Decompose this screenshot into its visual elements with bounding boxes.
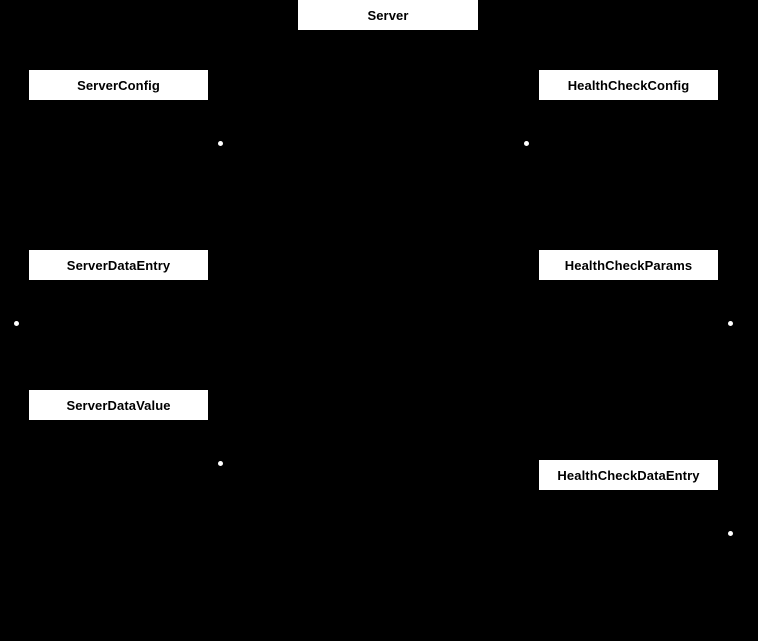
diagram-node-label: ServerDataValue — [66, 397, 171, 413]
association-marker-dot — [524, 141, 529, 146]
association-marker-dot — [218, 141, 223, 146]
association-marker-dot — [728, 321, 733, 326]
association-marker-dot — [728, 531, 733, 536]
diagram-node-server-config[interactable]: ServerConfig — [29, 70, 208, 100]
diagram-node-health-check-config[interactable]: HealthCheckConfig — [539, 70, 718, 100]
diagram-node-server-data-value[interactable]: ServerDataValue — [29, 390, 208, 420]
diagram-node-health-check-data-entry[interactable]: HealthCheckDataEntry — [539, 460, 718, 490]
association-marker-dot — [14, 321, 19, 326]
diagram-node-label: Server — [367, 7, 409, 23]
association-marker-dot — [218, 461, 223, 466]
diagram-node-health-check-params[interactable]: HealthCheckParams — [539, 250, 718, 280]
diagram-node-server[interactable]: Server — [298, 0, 478, 30]
diagram-node-server-data-entry[interactable]: ServerDataEntry — [29, 250, 208, 280]
diagram-node-label: ServerDataEntry — [66, 257, 171, 273]
diagram-node-label: HealthCheckDataEntry — [557, 467, 700, 483]
diagram-node-label: HealthCheckParams — [564, 257, 693, 273]
diagram-node-label: ServerConfig — [77, 77, 160, 93]
diagram-node-label: HealthCheckConfig — [567, 77, 690, 93]
